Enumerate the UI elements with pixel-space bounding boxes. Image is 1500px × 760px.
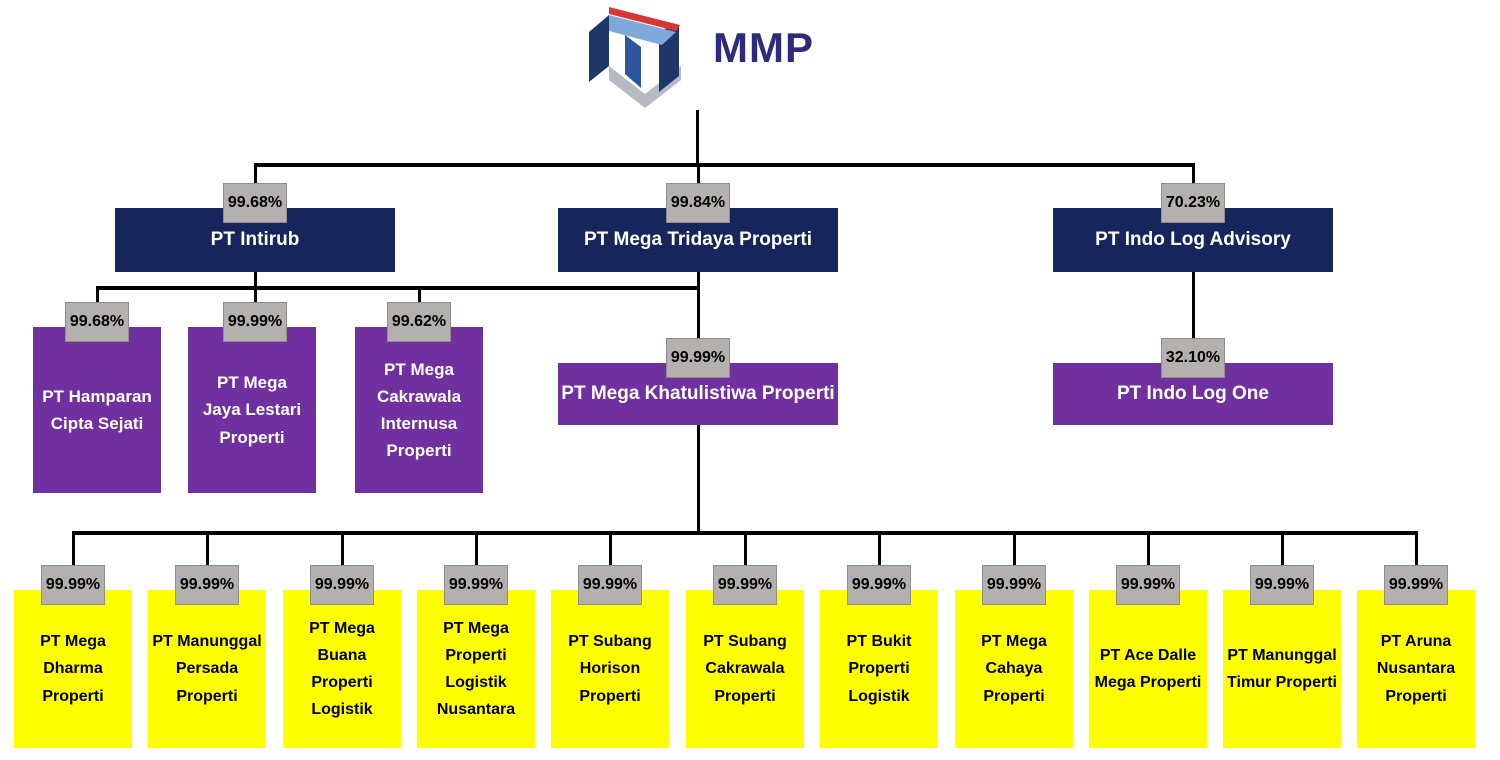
org-node-label: PT Manunggal Timur Properti — [1227, 646, 1337, 691]
ownership-pct: 99.99% — [670, 349, 726, 366]
ownership-pct: 99.99% — [314, 576, 370, 593]
ownership-pct: 99.99% — [986, 576, 1042, 593]
org-node-label: PT Indo Log One — [1117, 383, 1269, 404]
connector-line — [206, 531, 209, 565]
org-node-pt-mega-cahaya-properti: PT Mega Cahaya Properti — [955, 590, 1073, 748]
org-node-pt-subang-cakrawala-properti: PT Subang Cakrawala Properti — [686, 590, 804, 748]
ownership-badge: 99.62% — [387, 302, 451, 342]
connector-line — [254, 163, 257, 183]
connector-line — [1415, 531, 1418, 565]
connector-line — [1192, 272, 1195, 338]
connector-line — [609, 531, 612, 565]
org-node-label: PT Ace Dalle Mega Properti — [1094, 646, 1202, 691]
org-node-label: PT Manunggal Persada Properti — [152, 633, 262, 705]
org-node-pt-subang-horison-properti: PT Subang Horison Properti — [551, 590, 669, 748]
ownership-pct: 99.99% — [1120, 576, 1176, 593]
connector-line — [697, 272, 700, 338]
org-node-label: PT Hamparan Cipta Sejati — [42, 386, 152, 433]
ownership-pct: 99.99% — [851, 576, 907, 593]
ownership-pct: 70.23% — [1165, 194, 1221, 211]
ownership-pct: 99.99% — [227, 313, 283, 330]
mmp-logo-icon — [589, 7, 681, 108]
ownership-badge: 99.99% — [666, 338, 730, 378]
ownership-badge: 99.99% — [310, 565, 374, 605]
org-node-label: PT Subang Horison Properti — [568, 633, 652, 705]
org-node-label: PT Mega Jaya Lestari Properti — [202, 373, 302, 447]
ownership-pct: 99.68% — [69, 313, 125, 330]
org-node-label: PT Mega Cahaya Properti — [981, 633, 1047, 705]
org-node-label: PT Mega Properti Logistik Nusantara — [436, 619, 516, 719]
ownership-badge: 70.23% — [1161, 183, 1225, 223]
ownership-badge: 99.99% — [175, 565, 239, 605]
connector-line — [475, 531, 478, 565]
org-node-pt-manunggal-timur-properti: PT Manunggal Timur Properti — [1223, 590, 1341, 748]
connector-line — [1013, 531, 1016, 565]
connector-line — [418, 286, 421, 302]
connector-line — [697, 163, 700, 183]
ownership-pct: 99.99% — [179, 576, 235, 593]
org-node-label: PT Mega Tridaya Properti — [583, 229, 813, 250]
org-node-label: PT Bukit Properti Logistik — [846, 633, 912, 705]
org-node-label: PT Intirub — [210, 229, 300, 250]
org-node-pt-mega-cakrawala-internusa-properti: PT Mega Cakrawala Internusa Properti — [355, 327, 483, 493]
connector-line — [72, 531, 75, 565]
ownership-badge: 32.10% — [1161, 338, 1225, 378]
ownership-badge: 99.99% — [1250, 565, 1314, 605]
ownership-badge: 99.99% — [444, 565, 508, 605]
ownership-badge: 99.99% — [713, 565, 777, 605]
ownership-pct: 99.99% — [717, 576, 773, 593]
ownership-badge: 99.99% — [1116, 565, 1180, 605]
connector-line — [1147, 531, 1150, 565]
ownership-pct: 99.62% — [391, 313, 447, 330]
ownership-pct: 99.99% — [1388, 576, 1444, 593]
ownership-badge: 99.99% — [578, 565, 642, 605]
org-node-label: PT Mega Buana Properti Logistik — [309, 619, 375, 719]
org-node-pt-bukit-properti-logistik: PT Bukit Properti Logistik — [820, 590, 938, 748]
ownership-pct: 99.84% — [670, 194, 726, 211]
connector-line — [696, 110, 699, 163]
ownership-pct: 32.10% — [1165, 349, 1221, 366]
ownership-pct: 99.99% — [1254, 576, 1310, 593]
mmp-wordmark: MMP — [713, 24, 814, 71]
connector-line — [878, 531, 881, 565]
ownership-badge: 99.99% — [1384, 565, 1448, 605]
ownership-badge: 99.99% — [223, 302, 287, 342]
org-node-label: PT Mega Dharma Properti — [40, 633, 106, 705]
ownership-pct: 99.68% — [227, 194, 283, 211]
mmp-logo: MMP — [583, 2, 833, 110]
org-node-label: PT Indo Log Advisory — [1095, 229, 1291, 250]
connector-line — [254, 163, 1195, 167]
org-node-label: PT Mega Khatulistiwa Properti — [561, 383, 835, 404]
org-node-pt-hamparan-cipta-sejati: PT Hamparan Cipta Sejati — [33, 327, 161, 493]
org-node-label: PT Subang Cakrawala Properti — [703, 633, 787, 705]
ownership-badge: 99.84% — [666, 183, 730, 223]
org-node-pt-ace-dalle-mega-properti: PT Ace Dalle Mega Properti — [1089, 590, 1207, 748]
org-node-pt-mega-dharma-properti: PT Mega Dharma Properti — [14, 590, 132, 748]
ownership-badge: 99.99% — [41, 565, 105, 605]
org-node-pt-mega-jaya-lestari-properti: PT Mega Jaya Lestari Properti — [188, 327, 316, 493]
connector-line — [1281, 531, 1284, 565]
ownership-pct: 99.99% — [45, 576, 101, 593]
ownership-badge: 99.99% — [847, 565, 911, 605]
ownership-badge: 99.68% — [65, 302, 129, 342]
org-node-pt-aruna-nusantara-properti: PT Aruna Nusantara Properti — [1357, 590, 1475, 748]
ownership-pct: 99.99% — [582, 576, 638, 593]
ownership-badge: 99.99% — [982, 565, 1046, 605]
ownership-pct: 99.99% — [448, 576, 504, 593]
org-node-pt-mega-properti-logistik-nusantara: PT Mega Properti Logistik Nusantara — [417, 590, 535, 748]
org-node-pt-mega-buana-properti-logistik: PT Mega Buana Properti Logistik — [283, 590, 401, 748]
connector-line — [744, 531, 747, 565]
org-node-label: PT Aruna Nusantara Properti — [1376, 633, 1456, 705]
ownership-badge: 99.68% — [223, 183, 287, 223]
org-node-label: PT Mega Cakrawala Internusa Properti — [376, 359, 462, 461]
connector-line — [1192, 163, 1195, 183]
connector-line — [96, 286, 699, 290]
connector-line — [96, 286, 99, 302]
connector-line — [697, 425, 700, 533]
connector-line — [341, 531, 344, 565]
org-node-pt-manunggal-persada-properti: PT Manunggal Persada Properti — [148, 590, 266, 748]
